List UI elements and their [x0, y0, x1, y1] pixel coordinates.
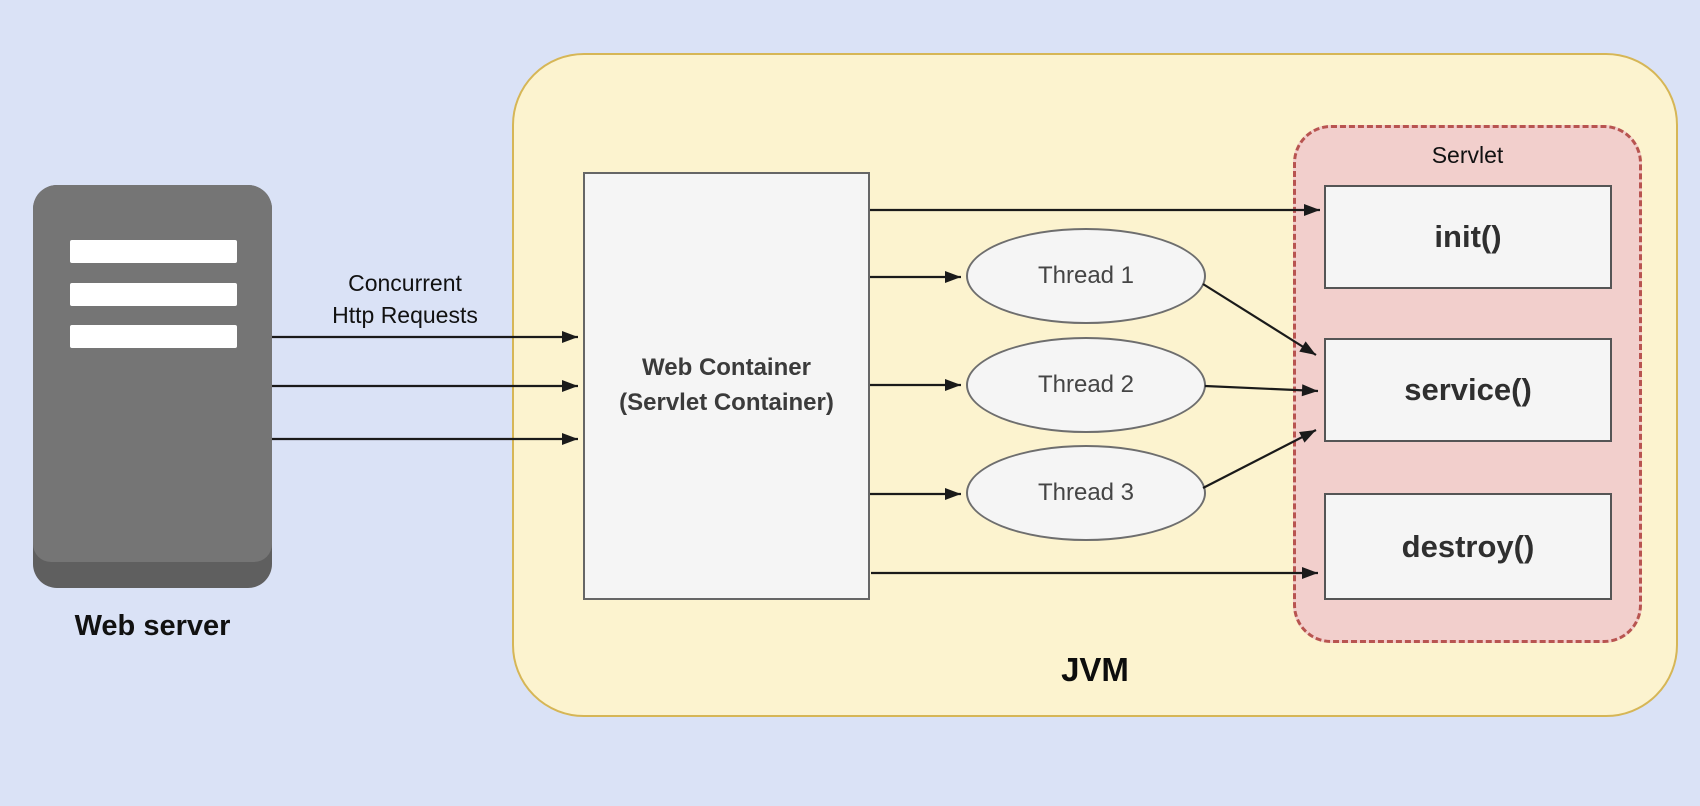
jvm-label: JVM	[1061, 651, 1129, 688]
service-method-box: service()	[1324, 338, 1612, 442]
web-container-label: Web Container (Servlet Container)	[619, 354, 834, 416]
destroy-method-box: destroy()	[1324, 493, 1612, 600]
server-slot-bar	[70, 283, 237, 306]
thread-2-ellipse: Thread 2	[966, 337, 1206, 433]
server-slot-bar	[70, 240, 237, 263]
servlet-label: Servlet	[1431, 142, 1504, 168]
web-container-box: Web Container (Servlet Container)	[583, 172, 870, 600]
web-server-icon	[33, 185, 272, 588]
thread-1-ellipse: Thread 1	[966, 228, 1206, 324]
concurrent-requests-label: Concurrent Http Requests	[332, 270, 478, 329]
server-slot-bar	[70, 325, 237, 348]
web-server-label: Web server	[74, 610, 231, 642]
init-method-box: init()	[1324, 185, 1612, 289]
thread-3-ellipse: Thread 3	[966, 445, 1206, 541]
